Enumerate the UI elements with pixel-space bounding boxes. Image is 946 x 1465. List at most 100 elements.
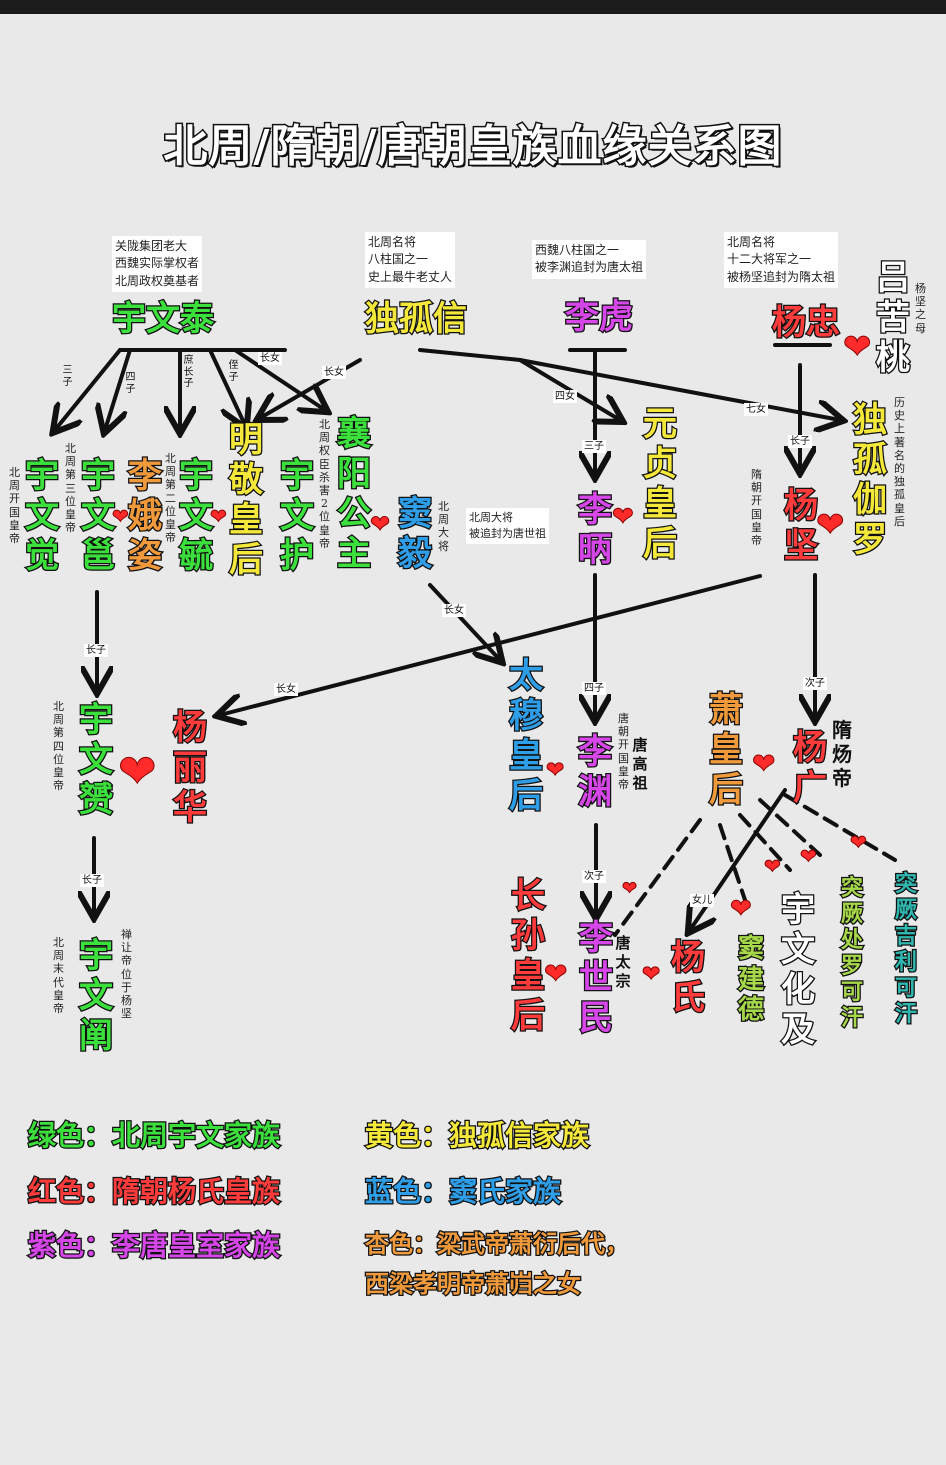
legend-item-purple: 紫色：李唐皇室家族	[27, 1224, 282, 1264]
person-yuwenchan: 宇文阐	[78, 935, 115, 1058]
note-yuwenhu: 北周权臣杀害2位皇帝	[319, 418, 330, 550]
note-li-shimin: 唐太宗	[615, 934, 631, 990]
person-yang-shi: 杨氏	[670, 937, 707, 1020]
note-li-yuan-title: 唐高祖	[632, 736, 648, 792]
person-yuwen-huaji: 宇文化及	[780, 889, 817, 1052]
heart-icon: ❤	[800, 844, 818, 868]
rel-yang-shi: 女儿	[690, 894, 714, 907]
rel-yang-guang: 次子	[803, 677, 827, 690]
person-li-yuan: 李渊	[577, 731, 614, 814]
rel-dugu-seventh: 七女	[744, 403, 768, 416]
note-yuwentai: 关陇集团老大 西魏实际掌权者 北周政权奠基者	[112, 236, 203, 293]
rel-eldest-son: 庶长子	[183, 355, 194, 389]
rel-yuwenchan: 长子	[80, 874, 104, 887]
rel-li-bing: 三子	[582, 440, 606, 453]
rel-yang-jian: 长子	[788, 435, 812, 448]
heart-icon: ❤	[612, 502, 635, 532]
rel-dugu-fourth: 四女	[553, 390, 577, 403]
person-zhangsun: 长孙皇后	[510, 875, 547, 1038]
person-lv-kutao: 吕苦桃	[875, 257, 912, 380]
legend-label: 红色：	[27, 1174, 114, 1210]
legend-item-red: 红色：隋朝杨氏皇族	[27, 1170, 282, 1210]
legend-label: 黄色：	[364, 1118, 451, 1154]
person-li-shimin: 李世民	[578, 917, 615, 1040]
note-yuwenyu: 北周第二位皇帝	[165, 452, 176, 545]
heart-icon: ❤	[369, 510, 391, 538]
person-yuwenyu: 宇文毓	[178, 455, 215, 578]
legend-value: 梁武帝萧衍后代，	[436, 1229, 631, 1260]
legend-value: 李唐皇室家族	[111, 1228, 282, 1264]
rel-yuwenyun: 长子	[84, 644, 108, 657]
note-yuwenchan-a: 北周末代皇帝	[53, 936, 64, 1015]
note-yuwenchan-b: 禅让帝位于杨坚	[121, 928, 132, 1021]
status-bar	[0, 0, 946, 14]
note-dugu-jialuo: 历史上著名的独孤皇后	[894, 396, 905, 528]
person-doui: 窦毅	[397, 493, 434, 576]
person-yuwenjue: 宇文觉	[24, 455, 61, 578]
person-yuwenyong: 宇文邕	[80, 455, 117, 578]
person-yuwentai: 宇文泰	[111, 299, 216, 339]
rel-li-yuan: 四子	[582, 682, 606, 695]
heart-icon: ❤	[843, 327, 872, 367]
person-mingjing: 明敬皇后	[228, 419, 265, 582]
rel-nephew: 侄子	[228, 360, 239, 383]
person-yuwenhu: 宇文护	[279, 455, 316, 578]
legend-value-continued: 西梁孝明帝萧岿之女	[364, 1269, 583, 1300]
note-yang-guang: 隋炀帝	[832, 718, 852, 790]
person-xiao-huanghou: 萧皇后	[708, 689, 745, 812]
person-yuwenyun: 宇文赟	[78, 699, 115, 822]
legend-label: 蓝色：	[364, 1174, 451, 1210]
note-dugu-xin: 北周名将 八柱国之一 史上最牛老丈人	[365, 232, 456, 289]
heart-icon: ❤	[816, 505, 845, 545]
heart-icon: ❤	[543, 957, 568, 990]
rel-fourth-son: 四子	[125, 372, 136, 395]
legend-value: 窦氏家族	[448, 1174, 563, 1210]
person-taimu: 太穆皇后	[508, 655, 545, 818]
legend-item-yellow: 黄色：独孤信家族	[364, 1114, 591, 1154]
legend-value: 北周宇文家族	[111, 1118, 282, 1154]
rel-li-shimin: 次子	[582, 870, 606, 883]
heart-icon: ❤	[730, 894, 753, 924]
heart-icon: ❤	[545, 758, 565, 783]
legend-label: 绿色：	[27, 1118, 114, 1154]
rel-fifth-daughter: 长女	[258, 352, 282, 365]
note-li-hu: 西魏八柱国之一 被李渊追封为唐太祖	[532, 240, 647, 279]
legend-label: 杏色：	[364, 1229, 439, 1260]
heart-icon: ❤	[112, 504, 130, 528]
person-li-ezi: 李娥姿	[127, 455, 164, 578]
note-yuwenyun: 北周第四位皇帝	[53, 700, 64, 793]
note-doui: 北周大将	[438, 500, 449, 553]
person-dugu-xin: 独孤信	[364, 299, 469, 339]
note-yuwenyong: 北周第三位皇帝	[65, 442, 76, 535]
person-chuluo: 突厥处罗可汗	[840, 875, 865, 1032]
legend-item-green: 绿色：北周宇文家族	[27, 1114, 282, 1154]
rel-taimu: 长女	[442, 604, 466, 617]
rel-yang-lihua: 长女	[274, 683, 298, 696]
note-yang-zhong: 北周名将 十二大将军之一 被杨坚追封为隋太祖	[724, 232, 839, 289]
page-title: 北周/隋朝/唐朝皇族血缘关系图	[162, 120, 783, 174]
legend-label: 紫色：	[27, 1228, 114, 1264]
note-lv-kutao: 杨坚之母	[915, 282, 926, 335]
person-xiangyang: 襄阳公主	[336, 413, 373, 576]
note-li-yuan: 唐朝开国皇帝	[618, 712, 629, 791]
heart-icon: ❤	[118, 744, 158, 798]
rel-dugu-eldest: 长女	[322, 366, 346, 379]
person-yang-jian: 杨坚	[783, 485, 820, 568]
note-li-bing: 北周大将 被追封为唐世祖	[466, 508, 549, 544]
heart-icon: ❤	[850, 830, 868, 854]
note-yang-jian: 隋朝开国皇帝	[751, 468, 762, 547]
person-yuanzhen: 元贞皇后	[642, 403, 679, 566]
person-li-bing: 李昞	[577, 489, 614, 572]
heart-icon: ❤	[641, 962, 661, 987]
person-jieli: 突厥吉利可汗	[894, 871, 919, 1028]
heart-icon: ❤	[621, 878, 638, 899]
person-yang-guang: 杨广	[792, 727, 829, 810]
person-yang-zhong: 杨忠	[771, 303, 842, 343]
note-yuwenjue: 北周开国皇帝	[9, 466, 20, 545]
person-dou-jiande: 窦建德	[737, 933, 766, 1027]
heart-icon: ❤	[751, 747, 776, 780]
person-li-hu: 李虎	[564, 297, 635, 337]
rel-third-son: 三子	[62, 365, 73, 388]
person-yang-lihua: 杨丽华	[172, 707, 209, 830]
